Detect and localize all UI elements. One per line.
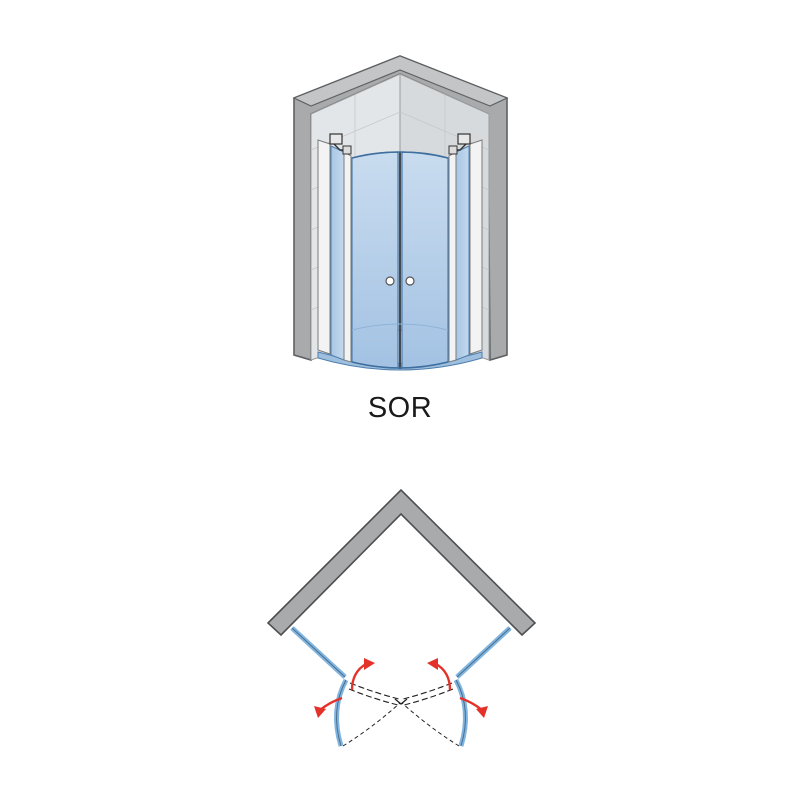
left-door-knob [385,276,395,286]
left-fixed-panel [317,139,352,363]
left-curved-door [351,151,399,369]
plan-closed-door-lines [348,682,454,706]
plan-corner-wall [266,488,537,637]
right-door-knob [405,276,415,286]
right-curved-door [401,151,449,369]
left-inward-arrow [350,662,367,691]
left-hinge-bracket [329,133,352,155]
plan-swing-paths [342,702,460,747]
plan-view [266,488,537,747]
plan-swing-arrows [314,658,488,718]
right-hinge-bracket [448,133,471,155]
right-fixed-panel [448,139,483,363]
model-label: SOR [367,392,433,424]
curved-doors [351,151,449,369]
right-inward-arrow [435,662,452,691]
shower-3d-view [292,55,509,371]
